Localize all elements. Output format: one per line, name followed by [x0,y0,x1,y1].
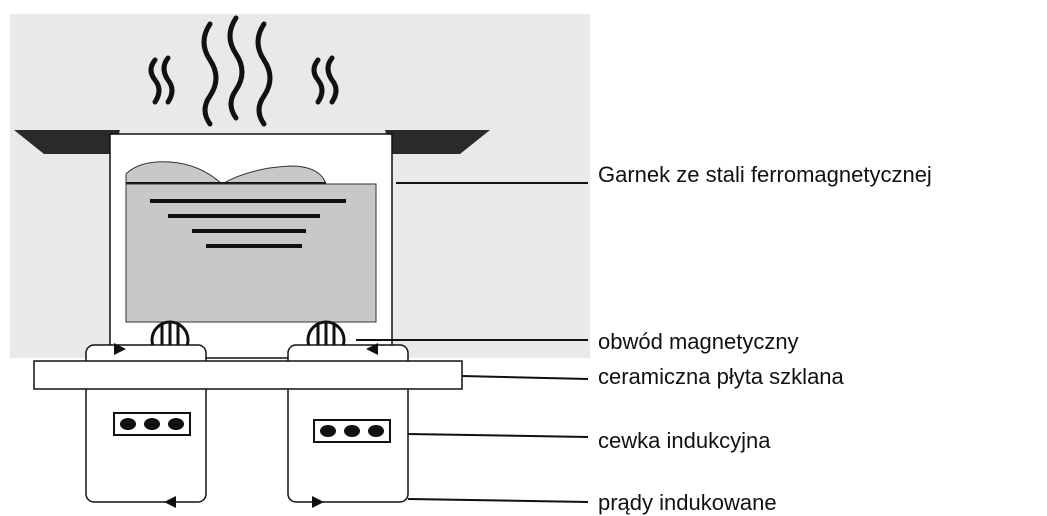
leader-lines [356,182,589,503]
induction-coil-right [313,419,391,443]
glass-plate [33,360,463,390]
induction-coil-left [113,412,191,436]
label-induced-currents: prądy indukowane [598,490,777,515]
liquid-lines [150,199,346,248]
label-pot: Garnek ze stali ferromagnetycznej [598,162,932,187]
liquid [125,183,377,323]
steam-icon [148,15,339,127]
label-glass-plate: ceramiczna płyta szklana [598,364,844,389]
current-arrows [114,343,378,508]
cooktop-counter [14,130,490,154]
label-magnetic-circuit: obwód magnetyczny [598,329,799,354]
label-induction-coil: cewka indukcyjna [598,428,771,453]
